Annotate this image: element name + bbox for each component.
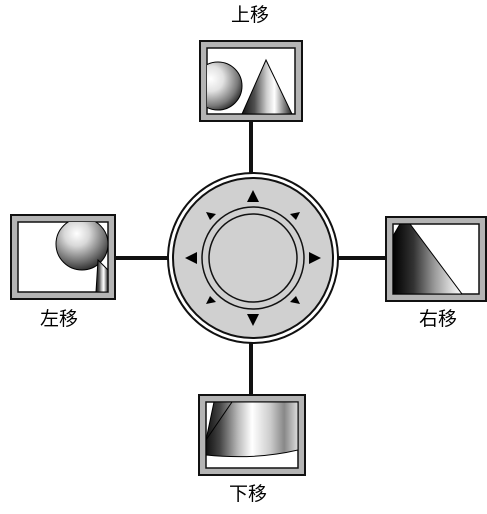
panel-down bbox=[198, 394, 306, 476]
label-right: 右移 bbox=[419, 308, 458, 330]
arrow-up-right-icon[interactable] bbox=[290, 212, 300, 220]
cone-close-up-icon bbox=[393, 224, 463, 294]
cylinder-perspective-icon bbox=[206, 402, 298, 458]
panel-right bbox=[385, 216, 487, 302]
panel-up bbox=[199, 40, 303, 122]
label-up: 上移 bbox=[231, 4, 270, 26]
arrow-right-icon[interactable] bbox=[309, 252, 321, 264]
arrow-down-right-icon[interactable] bbox=[290, 296, 300, 304]
label-left: 左移 bbox=[40, 308, 79, 330]
arrow-left-icon[interactable] bbox=[185, 252, 197, 264]
sphere-close-up-icon bbox=[55, 222, 108, 292]
arrow-up-icon[interactable] bbox=[247, 190, 259, 202]
arrow-down-left-icon[interactable] bbox=[206, 296, 216, 304]
arrow-down-icon[interactable] bbox=[247, 314, 259, 326]
sphere-and-cone-icon bbox=[207, 58, 293, 114]
direction-dial-icon[interactable] bbox=[167, 172, 339, 344]
panel-left bbox=[10, 214, 116, 300]
arrow-up-left-icon[interactable] bbox=[206, 212, 216, 220]
connector-lines bbox=[115, 120, 388, 396]
label-down: 下移 bbox=[229, 483, 268, 505]
